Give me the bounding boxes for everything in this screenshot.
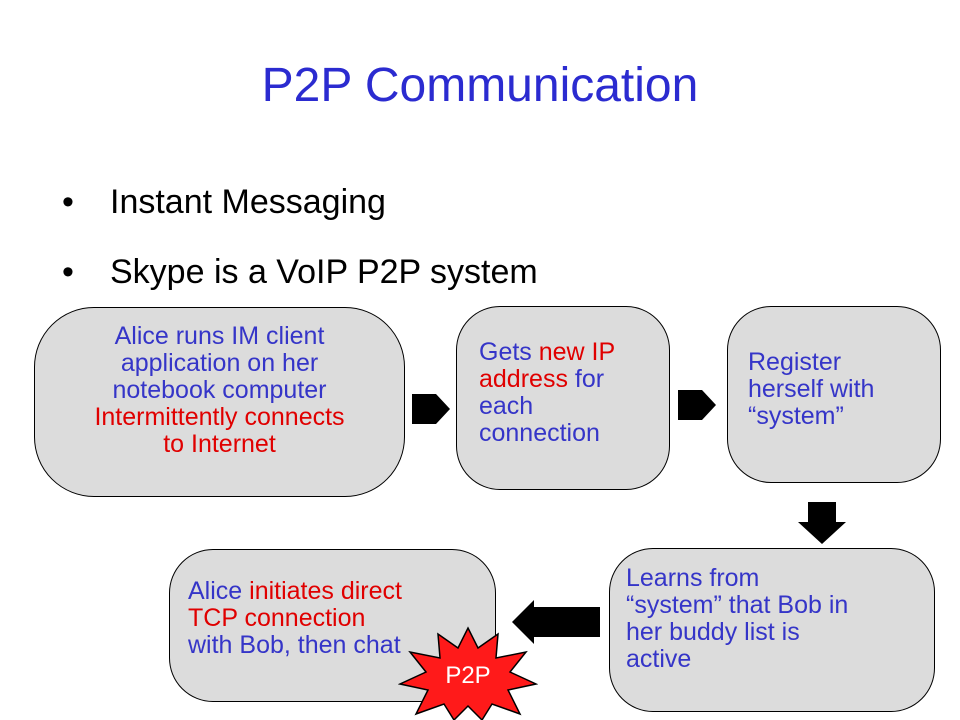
- step-box-initiate-tcp: Alice initiates direct TCP connection wi…: [169, 549, 496, 702]
- p2p-starburst: P2P: [398, 626, 538, 720]
- box-text: for: [567, 365, 605, 393]
- box-text-highlight: new IP: [538, 338, 616, 366]
- box-text: Gets: [479, 338, 539, 366]
- box-text-line: active: [626, 645, 692, 673]
- bullet-dot: •: [62, 253, 74, 291]
- step-box-run-client: Alice runs IM client application on her …: [34, 307, 405, 497]
- box-text-line: herself with: [748, 375, 875, 403]
- arrow-down-icon: [798, 502, 846, 544]
- box-text-line: Learns from: [626, 564, 760, 592]
- box-text-line: “system”: [748, 402, 844, 430]
- step-box-get-ip: Gets new IP address for each connection: [456, 306, 670, 490]
- box-text-line: each: [479, 392, 534, 420]
- box-text-line: Alice runs IM client: [114, 322, 325, 350]
- step-box-learn-bob-active: Learns from “system” that Bob in her bud…: [609, 548, 935, 712]
- bullet-text: Instant Messaging: [110, 183, 386, 221]
- box-text-line: “system” that Bob in: [626, 591, 849, 619]
- bullet-dot: •: [62, 183, 74, 221]
- box-text-line: notebook computer: [112, 376, 327, 404]
- box-text: Alice: [188, 577, 250, 605]
- box-text-line: connection: [479, 419, 600, 447]
- arrow-right-icon: [412, 394, 450, 424]
- box-text-highlight: TCP connection: [188, 604, 366, 632]
- box-text-line: Register: [748, 348, 842, 376]
- box-text-highlight: to Internet: [163, 430, 276, 458]
- starburst-label: P2P: [445, 662, 490, 689]
- slide-title: P2P Communication: [261, 59, 699, 112]
- box-text-highlight: initiates direct: [249, 577, 402, 605]
- box-text-line: application on her: [120, 349, 319, 377]
- box-text-line: her buddy list is: [626, 618, 800, 646]
- arrow-right-icon: [678, 390, 716, 420]
- arrow-left-icon: [512, 600, 600, 644]
- box-text-line: with Bob, then chat: [188, 631, 401, 659]
- step-box-register: Register herself with “system”: [727, 306, 941, 483]
- bullet-text: Skype is a VoIP P2P system: [110, 253, 538, 291]
- box-text-highlight: Intermittently connects: [94, 403, 345, 431]
- box-text-highlight: address: [479, 365, 568, 393]
